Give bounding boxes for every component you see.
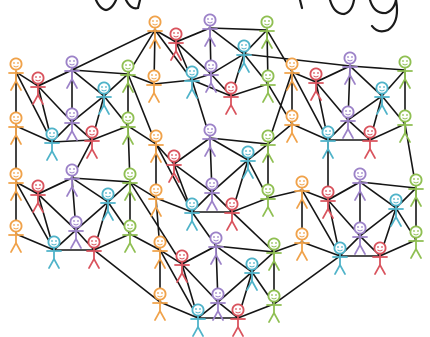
network-edge xyxy=(174,138,210,164)
person-figure xyxy=(97,82,111,114)
network-edge xyxy=(210,28,267,30)
person-figure xyxy=(309,68,323,100)
network-edge xyxy=(350,66,405,70)
network-edge xyxy=(210,28,244,54)
person-figure xyxy=(375,82,389,114)
person-figure xyxy=(224,82,238,114)
person-figure xyxy=(363,126,377,158)
network-edge xyxy=(72,70,128,74)
cropped-header-lettering xyxy=(96,0,397,31)
header-stroke xyxy=(96,0,116,10)
person-figure xyxy=(225,198,239,230)
person-figure xyxy=(31,180,45,212)
person-figure xyxy=(245,258,259,290)
person-figure xyxy=(185,198,199,230)
header-stroke xyxy=(370,0,396,13)
person-figure xyxy=(147,70,161,102)
network-edge xyxy=(72,178,130,182)
person-figure xyxy=(175,250,189,282)
person-figure xyxy=(85,126,99,158)
header-stroke xyxy=(372,0,397,31)
person-figure xyxy=(211,288,225,320)
header-stroke xyxy=(126,0,140,8)
person-figure xyxy=(101,188,115,220)
network-edge xyxy=(216,246,274,252)
person-figure xyxy=(321,186,335,218)
person-figure xyxy=(191,304,205,336)
header-stroke xyxy=(300,0,302,8)
network-people xyxy=(9,14,423,336)
header-stroke xyxy=(330,0,354,14)
person-figure xyxy=(31,72,45,104)
person-figure xyxy=(87,236,101,268)
person-figure xyxy=(333,242,347,274)
person-figure xyxy=(353,222,367,254)
network-edge xyxy=(94,250,160,302)
person-figure xyxy=(341,106,355,138)
person-figure xyxy=(47,236,61,268)
person-figure xyxy=(231,304,245,336)
person-figure xyxy=(65,108,79,140)
person-figure xyxy=(45,128,59,160)
network-edge xyxy=(232,212,274,252)
person-figure xyxy=(69,216,83,248)
person-figure xyxy=(373,242,387,274)
network-edge xyxy=(274,256,340,304)
person-figure xyxy=(205,178,219,210)
network-edge xyxy=(72,178,108,202)
